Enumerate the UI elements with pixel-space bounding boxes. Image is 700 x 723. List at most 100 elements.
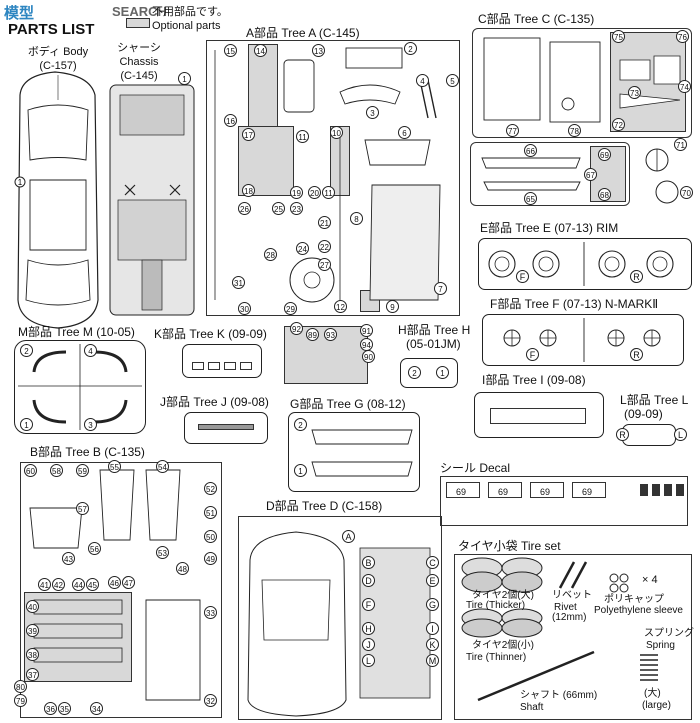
part-num-2: 2 <box>404 42 417 55</box>
decal-plate-number-1: 69 <box>456 487 467 497</box>
tire-thick-en: Tire (Thicker) <box>466 600 526 611</box>
part-num-49: 49 <box>204 552 217 565</box>
decal-plate-number-2: 69 <box>498 487 509 497</box>
part-num-5: 5 <box>446 74 459 87</box>
part-num-26: 26 <box>238 202 251 215</box>
rivet-jp: リベット <box>552 590 592 601</box>
part-num-g1: 1 <box>294 464 307 477</box>
spring-jp: スプリング <box>644 628 694 639</box>
tree-d-title: D部品 Tree D (C-158) <box>266 499 383 513</box>
tree-a-gray-1 <box>248 44 278 132</box>
tree-i-frame <box>474 392 604 438</box>
part-num-57: 57 <box>76 502 89 515</box>
part-num-76: 76 <box>676 30 689 43</box>
part-num-80: 80 <box>14 680 27 693</box>
part-num-89: 89 <box>306 328 319 341</box>
part-num-92: 92 <box>290 322 303 335</box>
tree-d-letter-f: F <box>362 598 375 611</box>
part-num-34: 34 <box>90 702 103 715</box>
part-num-27: 27 <box>318 258 331 271</box>
spring-en: Spring <box>646 640 675 651</box>
poly-jp: ポリキャップ <box>604 594 664 605</box>
tree-f-letter-f: F <box>526 348 539 361</box>
decal-mark-1 <box>640 484 648 496</box>
part-num-67: 67 <box>584 168 597 181</box>
part-num-31: 31 <box>232 276 245 289</box>
optional-parts-en: Optional parts <box>152 20 221 32</box>
tree-i-title: I部品 Tree I (09-08) <box>482 373 586 387</box>
tree-e-letter-f: F <box>516 270 529 283</box>
tree-f-letter-r: R <box>630 348 643 361</box>
tree-f-title: F部品 Tree F (07-13) N-MARKⅡ <box>490 297 659 311</box>
part-num-65: 65 <box>524 192 537 205</box>
tree-d-letter-g: G <box>426 598 439 611</box>
part-num-m2: 2 <box>20 344 33 357</box>
part-num-47: 47 <box>122 576 135 589</box>
part-num-56: 56 <box>88 542 101 555</box>
part-num-38: 38 <box>26 648 39 661</box>
tire-thin-jp: タイヤ2個(小) <box>472 640 534 651</box>
part-num-51: 51 <box>204 506 217 519</box>
part-num-39: 39 <box>26 624 39 637</box>
part-num-77: 77 <box>506 124 519 137</box>
tree-d-letter-b: B <box>362 556 375 569</box>
tree-a-title: A部品 Tree A (C-145) <box>246 26 360 40</box>
part-num-18: 18 <box>242 184 255 197</box>
tree-d-letter-h: H <box>362 622 375 635</box>
part-num-72: 72 <box>612 118 625 131</box>
tree-e-letter-r: R <box>630 270 643 283</box>
tree-b-title: B部品 Tree B (C-135) <box>30 445 145 459</box>
part-num-69: 69 <box>598 148 611 161</box>
part-num-50: 50 <box>204 530 217 543</box>
part-num-g2: 2 <box>294 418 307 431</box>
tree-l-title: L部品 Tree L <box>620 393 689 407</box>
rivet-size: (12mm) <box>552 612 587 623</box>
part-num-54: 54 <box>156 460 169 473</box>
part-num-30: 30 <box>238 302 251 315</box>
shaft-jp: シャフト (66mm) <box>520 690 598 701</box>
part-num-28: 28 <box>264 248 277 261</box>
part-num-78: 78 <box>568 124 581 137</box>
spring-size-en: (large) <box>642 700 671 711</box>
chassis-code: (C-145) <box>120 70 158 82</box>
tree-i-part <box>490 408 586 424</box>
part-num-46: 46 <box>108 576 121 589</box>
part-num-12: 12 <box>334 300 347 313</box>
tire-thick-jp: タイヤ2個(大) <box>472 590 534 601</box>
part-num-52: 52 <box>204 482 217 495</box>
part-num-90: 90 <box>362 350 375 363</box>
watermark-logo: 模型 <box>4 5 35 22</box>
shaft-en: Shaft <box>520 702 544 713</box>
optional-parts-jp: 不用部品です。 <box>152 6 228 18</box>
tree-k-part-1 <box>192 362 204 370</box>
part-num-4: 4 <box>416 74 429 87</box>
part-num-45: 45 <box>86 578 99 591</box>
decal-mark-2 <box>652 484 660 496</box>
part-num-48: 48 <box>176 562 189 575</box>
chassis-label-en: Chassis <box>119 56 159 68</box>
part-num-10: 10 <box>330 126 343 139</box>
part-num-20: 20 <box>308 186 321 199</box>
part-num-1: 1 <box>178 72 191 85</box>
poly-qty: × 4 <box>642 574 658 586</box>
part-num-73: 73 <box>628 86 641 99</box>
part-num-41: 41 <box>38 578 51 591</box>
part-num-33: 33 <box>204 606 217 619</box>
part-num-m3: 3 <box>84 418 97 431</box>
tree-k-part-3 <box>224 362 236 370</box>
tree-c-gray <box>610 32 686 132</box>
part-num-79: 79 <box>14 694 27 707</box>
part-num-6: 6 <box>398 126 411 139</box>
optional-swatch <box>126 18 150 28</box>
tree-f-frame <box>482 314 684 366</box>
part-num-55: 55 <box>108 460 121 473</box>
tree-e-frame <box>478 238 692 290</box>
decal-title: シール Decal <box>440 461 511 475</box>
tree-d-letter-l: L <box>362 654 375 667</box>
decal-frame <box>440 476 688 526</box>
tree-a-frame <box>206 40 460 316</box>
part-num-m1: 1 <box>20 418 33 431</box>
tree-b-gray <box>24 592 132 682</box>
tree-e-title: E部品 Tree E (07-13) RIM <box>480 221 619 235</box>
part-num-44: 44 <box>72 578 85 591</box>
